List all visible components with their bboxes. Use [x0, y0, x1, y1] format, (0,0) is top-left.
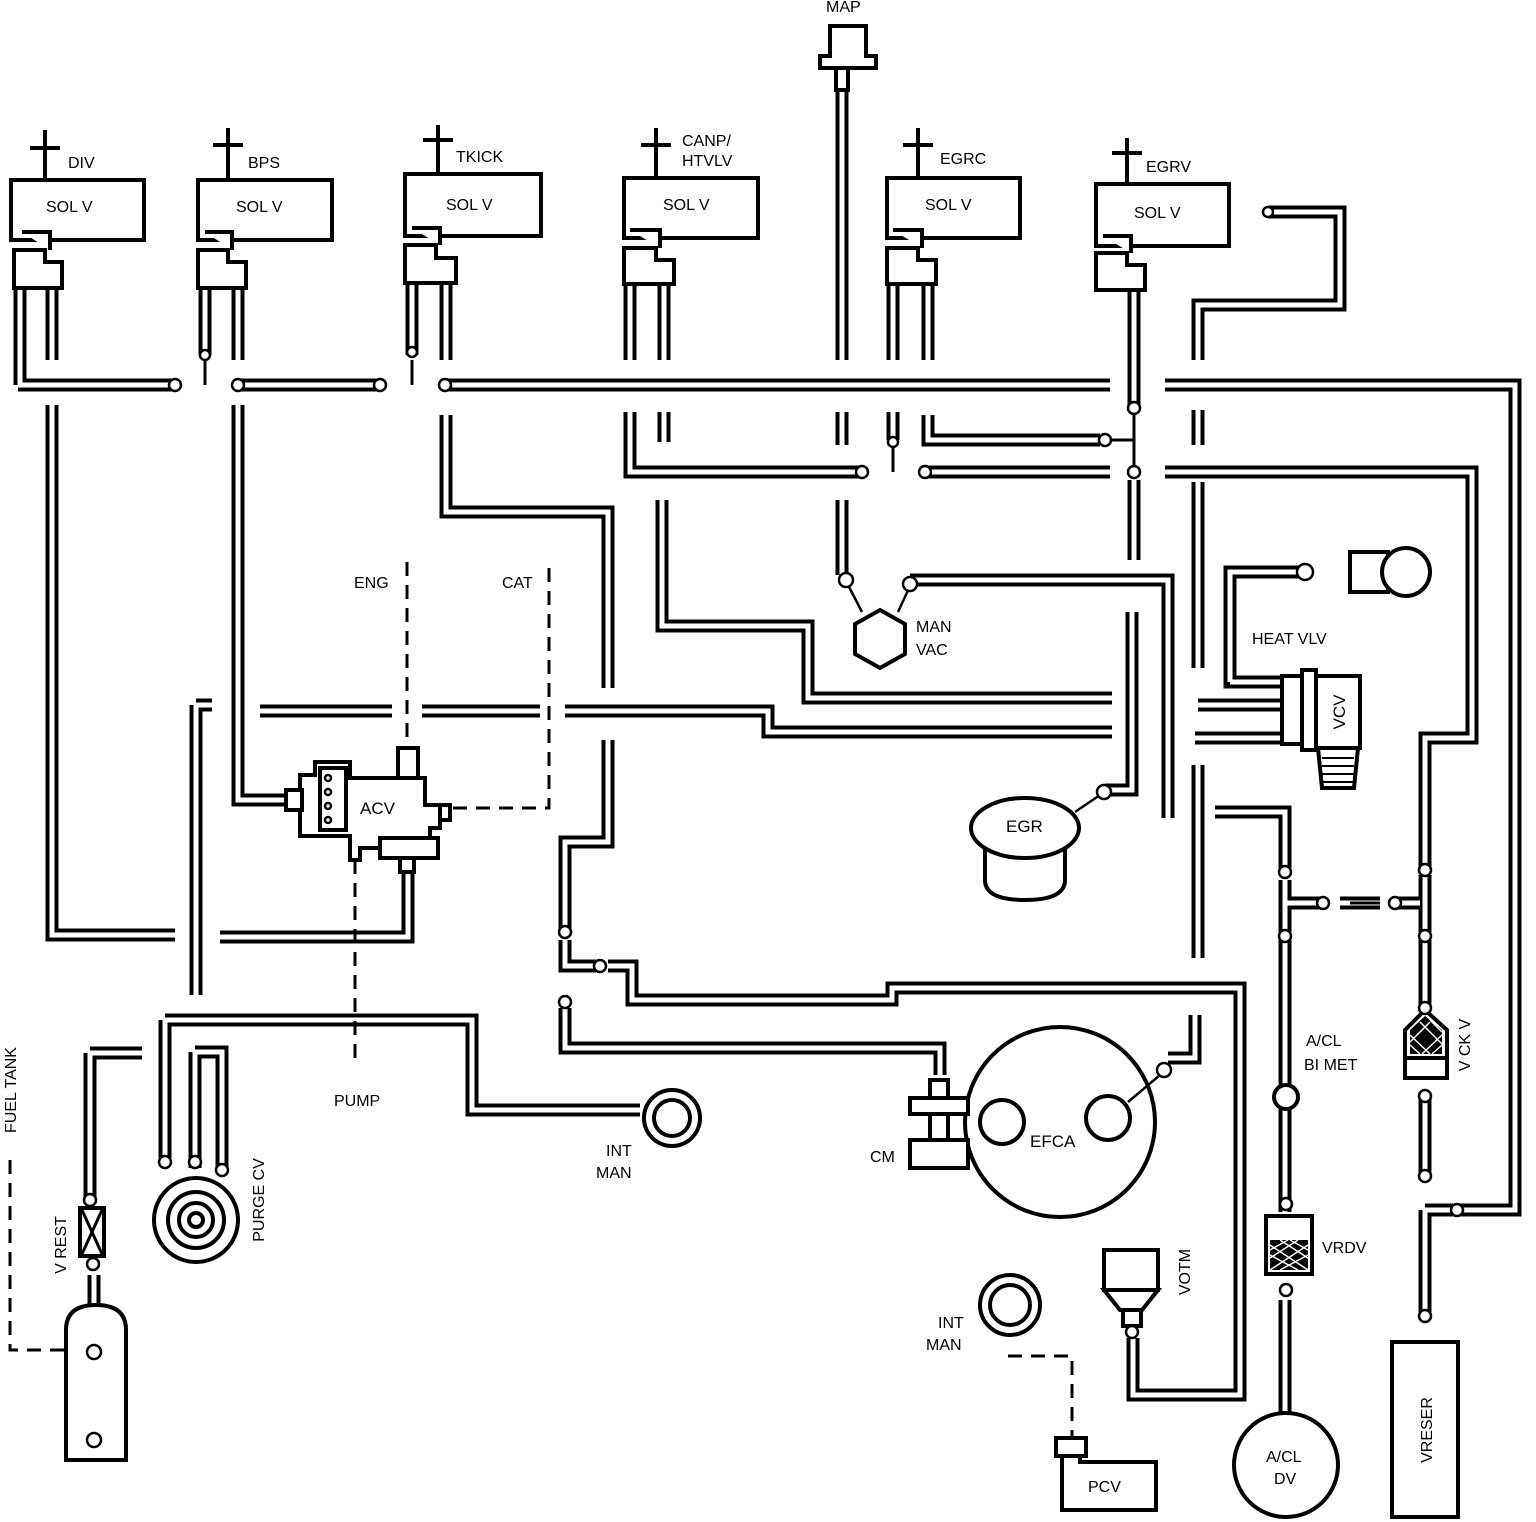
purge-cv-label: PURGE CV: [251, 1158, 268, 1242]
v-rest-label: V REST: [53, 1216, 70, 1274]
solenoid-div: DIV SOL V: [9, 130, 146, 290]
fuel-tank-label: FUEL TANK: [3, 1047, 20, 1133]
vcv-valve: VCV: [1280, 668, 1362, 790]
tkick-label: TKICK: [456, 149, 503, 166]
pump-label: PUMP: [334, 1093, 380, 1110]
cm-check-valve: CM: [870, 1078, 970, 1170]
acv-valve: ACV: [284, 746, 452, 874]
egr-label: EGR: [1006, 817, 1043, 836]
vrdv-label: VRDV: [1322, 1240, 1367, 1257]
purge-check-valve: PURGE CV: [152, 1154, 268, 1264]
dashed-lines: [8, 562, 1074, 1438]
egrv-label: EGRV: [1146, 159, 1191, 176]
vacuum-hoses-inner: [17, 90, 1518, 1412]
pcv-valve: PCV: [1054, 1436, 1158, 1512]
intake-manifold-lower: INT MAN: [926, 1273, 1042, 1354]
acl-bimetal-sensor: A/CL BI MET: [1272, 1033, 1358, 1111]
solenoid-egrc: EGRC SOL V: [885, 128, 1022, 286]
solenoid-canp-htvlv: CANP/ HTVLV SOL V: [622, 128, 760, 286]
solenoid-bps: BPS SOL V: [196, 128, 334, 290]
hose-connectors: [167, 345, 1465, 1324]
pcv-label: PCV: [1088, 1479, 1121, 1496]
manifold-vacuum-fitting: MAN VAC: [837, 571, 952, 671]
man-vac-label-line1: MAN: [916, 619, 952, 636]
acl-dv-line1: A/CL: [1266, 1449, 1302, 1466]
solenoid-tkick: TKICK SOL V: [403, 125, 543, 285]
acv-label: ACV: [360, 799, 396, 818]
egrc-sol-v-label: SOL V: [925, 197, 972, 214]
map-sensor: MAP: [818, 0, 878, 92]
man-vac-label-line2: VAC: [916, 642, 948, 659]
vcv-label: VCV: [1330, 694, 1349, 730]
int-man-upper-line1: INT: [606, 1143, 632, 1160]
fuel-tank: FUEL TANK: [3, 1047, 128, 1462]
bps-sol-v-label: SOL V: [236, 199, 283, 216]
vacuum-check-valve: V CK V: [1403, 1007, 1474, 1080]
canp-label-line2: HTVLV: [682, 153, 733, 170]
vacuum-reservoir: VRESER: [1390, 1340, 1460, 1519]
tkick-sol-v-label: SOL V: [446, 197, 493, 214]
acl-diaphragm: A/CL DV: [1232, 1411, 1340, 1519]
vrdv-valve: VRDV: [1264, 1196, 1367, 1298]
vreser-label: VRESER: [1419, 1397, 1436, 1463]
efca-label: EFCA: [1030, 1132, 1076, 1151]
votm-valve: VOTM: [1099, 1248, 1194, 1340]
heat-valve: HEAT VLV: [1252, 546, 1432, 648]
acl-bimet-line2: BI MET: [1304, 1057, 1358, 1074]
votm-label: VOTM: [1177, 1249, 1194, 1295]
int-man-lower-line1: INT: [938, 1315, 964, 1332]
egrv-sol-v-label: SOL V: [1134, 205, 1181, 222]
bps-label: BPS: [248, 155, 280, 172]
heat-vlv-label: HEAT VLV: [1252, 631, 1327, 648]
egr-valve: EGR: [969, 783, 1113, 903]
acl-bimet-line1: A/CL: [1306, 1033, 1342, 1050]
efca-air-cleaner: EFCA: [963, 1025, 1173, 1219]
acl-dv-line2: DV: [1274, 1471, 1297, 1488]
v-ck-v-label: V CK V: [1457, 1018, 1474, 1071]
canp-label-line1: CANP/: [682, 133, 731, 150]
vacuum-restrictor: V REST: [53, 1192, 106, 1274]
eng-label: ENG: [354, 575, 389, 592]
solenoid-egrv: EGRV SOL V: [1094, 138, 1275, 292]
div-label: DIV: [68, 155, 95, 172]
int-man-lower-line2: MAN: [926, 1337, 962, 1354]
int-man-upper-line2: MAN: [596, 1165, 632, 1182]
junction-lines: [203, 360, 1380, 905]
intake-manifold-upper: INT MAN: [596, 1088, 702, 1182]
cat-label: CAT: [502, 575, 533, 592]
cm-label: CM: [870, 1149, 895, 1166]
egrc-label: EGRC: [940, 151, 986, 168]
map-label: MAP: [826, 0, 861, 16]
canp-sol-v-label: SOL V: [663, 197, 710, 214]
div-sol-v-label: SOL V: [46, 199, 93, 216]
